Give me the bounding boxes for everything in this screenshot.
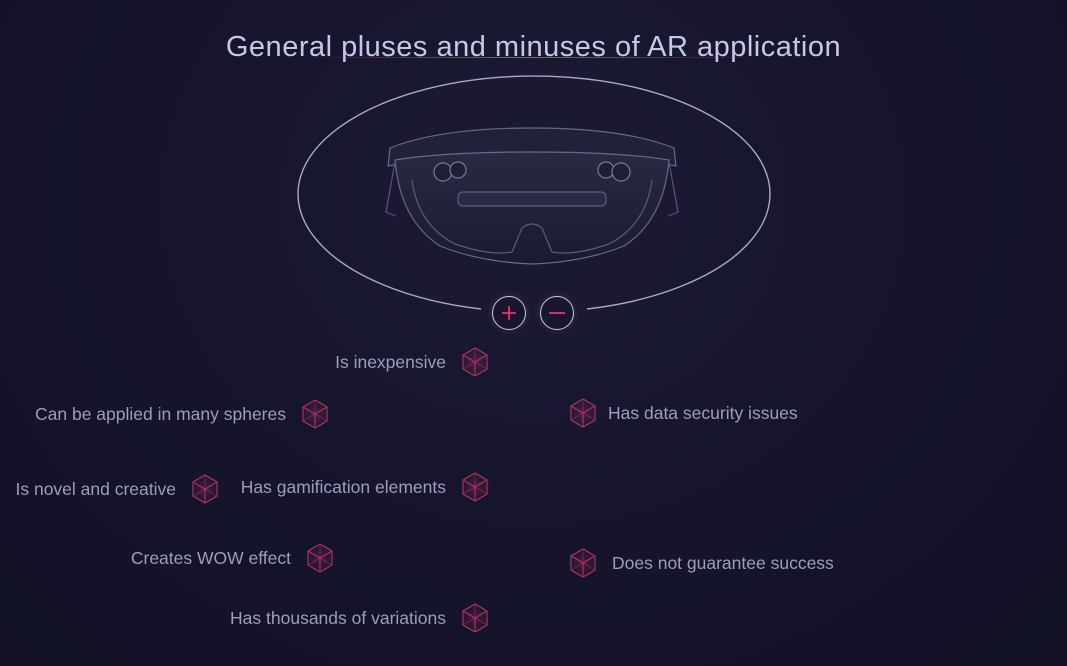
orbit-ellipse [297, 75, 771, 310]
plus-item-label: Has gamification elements [240, 476, 446, 497]
minus-item-label: Has data security issues [608, 402, 798, 423]
plus-item: Can be applied in many spheres [35, 397, 332, 431]
minus-icon [549, 312, 565, 314]
cube-icon [188, 472, 222, 506]
plus-item-label: Can be applied in many spheres [35, 403, 286, 424]
plus-item: Is novel and creative [15, 472, 222, 506]
cube-icon [458, 345, 492, 379]
headset-icon [385, 127, 679, 265]
plus-item: Is inexpensive [335, 345, 492, 379]
pluses-toggle-button[interactable] [492, 296, 526, 330]
minus-item: Has data security issues [566, 396, 798, 430]
plus-item-label: Creates WOW effect [130, 547, 291, 568]
plus-item: Has thousands of variations [230, 601, 492, 635]
plus-item-label: Has thousands of variations [230, 607, 446, 628]
cube-icon [303, 541, 337, 575]
cube-icon [566, 396, 600, 430]
minuses-toggle-button[interactable] [540, 296, 574, 330]
plus-icon [502, 306, 516, 320]
page-title: General pluses and minuses of AR applica… [225, 31, 842, 64]
title-underline [305, 57, 757, 58]
cube-icon [458, 601, 492, 635]
minus-item-label: Does not guarantee success [612, 552, 834, 573]
cube-icon [458, 470, 492, 504]
plus-item-label: Is novel and creative [15, 478, 176, 499]
plus-item: Creates WOW effect [131, 541, 337, 575]
cube-icon [566, 546, 600, 580]
plus-item-label: Is inexpensive [335, 351, 446, 372]
cube-icon [298, 397, 332, 431]
plus-item: Has gamification elements [241, 470, 492, 504]
minus-item: Does not guarantee success [566, 546, 834, 580]
